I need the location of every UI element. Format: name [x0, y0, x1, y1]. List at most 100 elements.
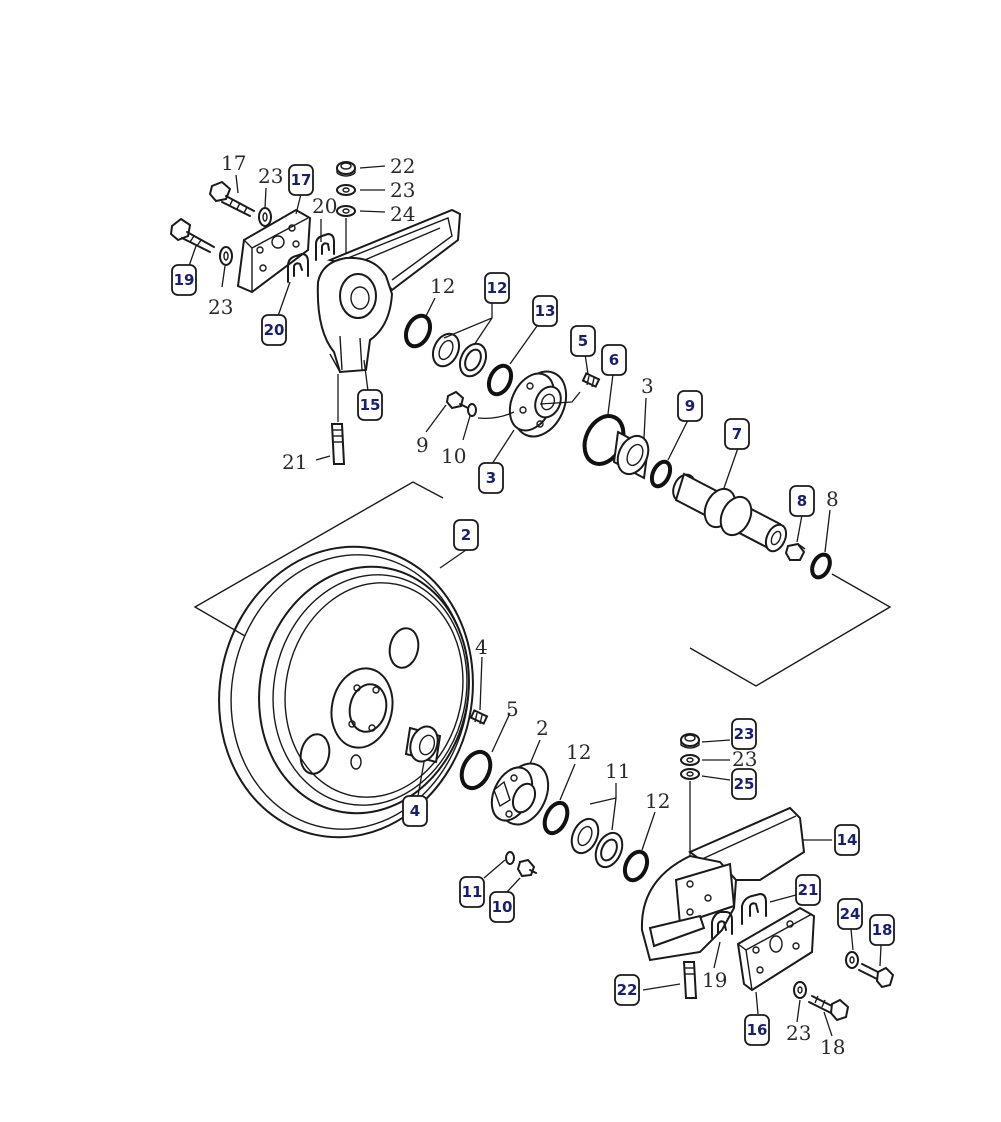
ref-label: 8 — [826, 487, 839, 511]
callout-text: 7 — [732, 425, 742, 443]
idler-wheel-2 — [218, 545, 474, 839]
callout-10: 10 — [489, 891, 515, 923]
o-ring-9 — [649, 459, 673, 489]
ref-label: 23 — [390, 178, 415, 202]
callout-13: 13 — [532, 295, 558, 327]
ref-label: 10 — [441, 444, 466, 468]
shaft-7 — [672, 472, 788, 553]
washer-23-bottom — [793, 981, 807, 999]
ref-label: 23 — [786, 1021, 811, 1045]
callout-text: 18 — [872, 921, 893, 939]
callout-text: 10 — [492, 898, 513, 916]
ref-label: 12 — [645, 789, 670, 813]
callout-text: 14 — [837, 831, 858, 849]
bolt-18-bottom — [808, 995, 850, 1022]
callout-6: 6 — [601, 344, 627, 376]
callout-5: 5 — [570, 325, 596, 357]
assembly-bracket-left — [193, 481, 444, 637]
o-ring-5-lower — [459, 749, 493, 791]
shim-20 — [287, 233, 335, 283]
bolt-17 — [208, 180, 255, 217]
plain-reference-numbers: 17 23 22 23 24 20 23 12 9 10 21 3 8 4 5 … — [208, 151, 845, 1059]
bushing-3 — [612, 430, 650, 480]
ref-label: 12 — [566, 740, 591, 764]
callout-text: 17 — [291, 171, 312, 189]
washer-24-lower — [845, 951, 859, 969]
callout-18: 18 — [869, 914, 895, 946]
plate-17 — [236, 208, 312, 294]
o-ring-12 — [403, 313, 433, 349]
callout-17: 17 — [288, 164, 314, 196]
callout-2: 2 — [453, 519, 479, 551]
callout-15: 15 — [357, 389, 383, 421]
ref-label: 21 — [282, 450, 307, 474]
ref-label: 9 — [416, 433, 429, 457]
washer-23-stack — [336, 184, 356, 196]
ref-label: 11 — [605, 759, 630, 783]
callout-text: 24 — [840, 905, 861, 923]
washer-23-left — [219, 246, 233, 266]
floating-seal-11 — [570, 817, 624, 869]
callout-text: 3 — [486, 469, 496, 487]
ref-label: 17 — [221, 151, 246, 175]
callout-12: 12 — [484, 272, 510, 304]
washer-23-top — [258, 207, 272, 227]
nut-23-lower — [680, 733, 700, 749]
assembly-bracket-right — [689, 573, 892, 687]
ref-label: 20 — [312, 194, 337, 218]
pin-5-upper — [581, 372, 601, 388]
callout-text: 2 — [461, 526, 471, 544]
callout-text: 9 — [685, 397, 695, 415]
callout-8: 8 — [789, 485, 815, 517]
callout-9: 9 — [677, 390, 703, 422]
shim-21 — [741, 893, 767, 925]
o-ring-12-lower — [542, 800, 570, 836]
o-ring-13 — [486, 363, 514, 397]
o-ring-12-lower-right — [622, 849, 650, 883]
ref-label: 12 — [430, 274, 455, 298]
callout-text: 13 — [535, 302, 556, 320]
bracket-15 — [316, 208, 462, 374]
callout-text: 22 — [617, 981, 638, 999]
ref-label: 2 — [536, 716, 549, 740]
pin-4 — [469, 709, 489, 725]
callout-text: 21 — [798, 881, 819, 899]
callout-text: 20 — [264, 321, 285, 339]
bolt-10-lower — [505, 851, 537, 878]
o-ring-8 — [810, 552, 832, 580]
bolt-18-right — [858, 963, 895, 989]
callout-20: 20 — [261, 314, 287, 346]
callout-24: 24 — [837, 898, 863, 930]
callout-text: 15 — [360, 396, 381, 414]
ref-label: 19 — [702, 968, 727, 992]
callout-text: 5 — [578, 332, 588, 350]
callout-text: 19 — [174, 271, 195, 289]
callout-4: 4 — [402, 795, 428, 827]
bolt-19 — [169, 217, 215, 253]
callout-text: 12 — [487, 279, 508, 297]
callout-text: 16 — [747, 1021, 768, 1039]
callout-23: 23 — [731, 718, 757, 750]
callout-text: 11 — [462, 883, 483, 901]
callout-text: 6 — [609, 351, 619, 369]
bolt-9-upper — [445, 390, 477, 417]
callout-16: 16 — [744, 1014, 770, 1046]
callout-text: 25 — [734, 775, 755, 793]
callout-14: 14 — [834, 824, 860, 856]
callout-19: 19 — [171, 264, 197, 296]
pin-21 — [330, 374, 346, 465]
callout-21: 21 — [795, 874, 821, 906]
ref-label: 23 — [732, 747, 757, 771]
shim-19 — [711, 911, 733, 939]
callout-text: 4 — [410, 802, 420, 820]
pin-22 — [682, 961, 698, 999]
ref-label: 22 — [390, 154, 415, 178]
callout-3: 3 — [478, 462, 504, 494]
bushing-4 — [404, 725, 442, 764]
ref-label: 18 — [820, 1035, 845, 1059]
leader-lines — [188, 165, 882, 1037]
hub-2-lower — [490, 762, 550, 826]
callout-25: 25 — [731, 768, 757, 800]
nut-22 — [336, 161, 356, 177]
